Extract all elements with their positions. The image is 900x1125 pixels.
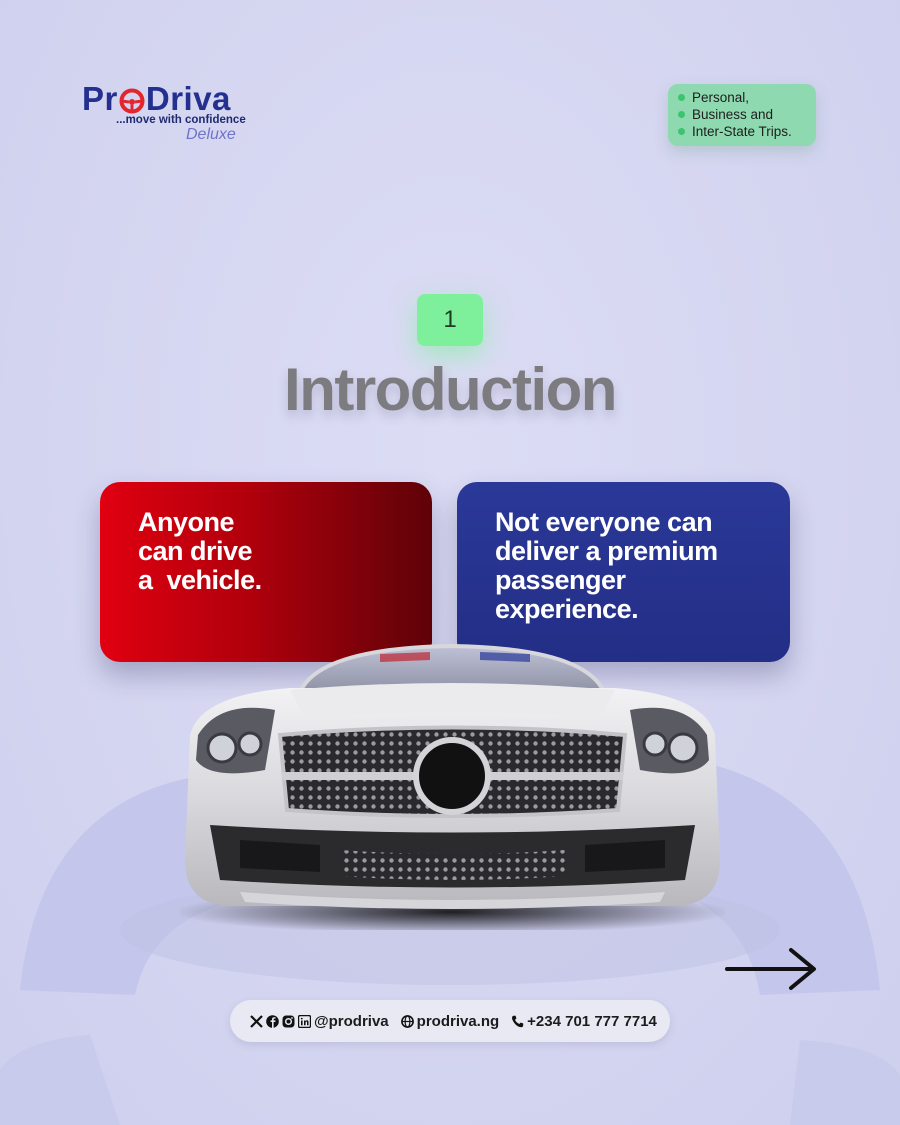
website-link[interactable]: prodriva.ng (400, 1012, 500, 1030)
bullet-dot-icon (678, 94, 685, 101)
card-line: passenger (495, 565, 626, 595)
globe-icon (400, 1014, 414, 1028)
card-line: deliver a premium (495, 536, 718, 566)
car-illustration (180, 643, 725, 930)
brand-wordmark: Pr Driva (82, 80, 231, 118)
brand-name-part1: Pr (82, 80, 118, 117)
trips-item: Inter-State Trips. (676, 123, 816, 140)
steering-wheel-icon (119, 88, 145, 114)
slide-number-badge: 1 (417, 294, 483, 346)
facebook-icon[interactable] (266, 1014, 279, 1028)
linkedin-icon[interactable] (298, 1014, 311, 1028)
phone-link[interactable]: +234 701 777 7714 (511, 1013, 657, 1030)
x-icon[interactable] (250, 1014, 263, 1028)
card-line: Not everyone can (495, 507, 713, 537)
phone-icon (512, 1015, 524, 1027)
card-line: a vehicle. (138, 565, 262, 595)
arrow-right-icon[interactable] (725, 946, 819, 992)
card-line: Anyone (138, 507, 235, 537)
card-line: experience. (495, 594, 639, 624)
slide-title: Introduction (284, 356, 617, 423)
social-handle[interactable]: @prodriva (314, 1012, 389, 1030)
card-line: can drive (138, 536, 253, 566)
trips-item: Personal, (676, 89, 816, 106)
bullet-dot-icon (678, 111, 685, 118)
trips-badge: Personal, Business and Inter-State Trips… (668, 84, 816, 146)
brand-logo: Pr Driva ...move with confidence Deluxe (82, 80, 272, 150)
card-not-everyone: Not everyone can deliver a premium passe… (457, 482, 790, 662)
contact-bar: @prodriva prodriva.ng +234 701 777 7714 (230, 1000, 670, 1042)
card-anyone-can-drive: Anyone can drive a vehicle. (100, 482, 432, 662)
brand-name-part2: Driva (145, 80, 231, 117)
brand-tagline: ...move with confidence (116, 114, 246, 126)
trips-list: Personal, Business and Inter-State Trips… (676, 89, 816, 140)
social-icons: @prodriva (250, 1013, 389, 1030)
trips-item: Business and (676, 106, 816, 123)
brand-edition: Deluxe (186, 126, 236, 143)
bullet-dot-icon (678, 128, 685, 135)
instagram-icon[interactable] (282, 1015, 295, 1028)
phone-text: +234 701 777 7714 (527, 1012, 657, 1030)
website-text: prodriva.ng (416, 1012, 500, 1030)
